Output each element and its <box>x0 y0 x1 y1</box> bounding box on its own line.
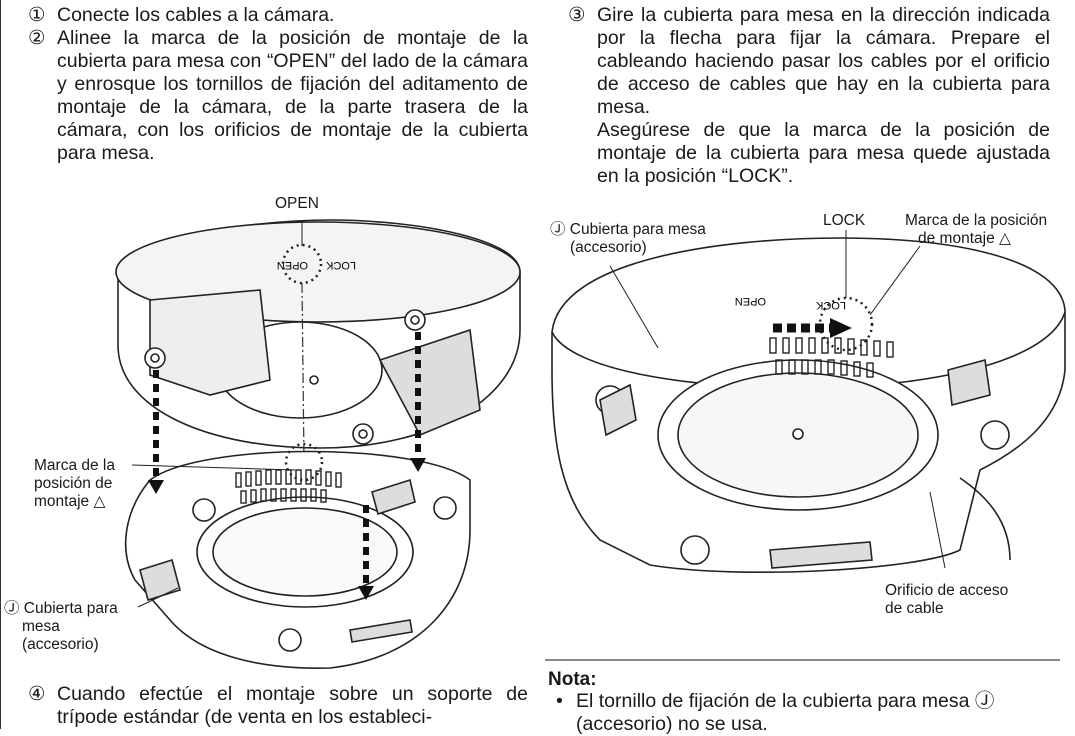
step-2-text: Alinee la marca de la posición de montaj… <box>57 27 528 164</box>
step-3: ③ Gire la cubierta para mesa en la direc… <box>568 4 1050 188</box>
hole-label-line-2: de cable <box>885 600 944 617</box>
camera-open-print: OPEN <box>277 259 308 271</box>
cover-label-line-3: (accesorio) <box>22 636 99 653</box>
step-3-number: ③ <box>568 4 586 26</box>
step-2: ② Alinee la marca de la posición de mont… <box>28 27 528 165</box>
cover-label-line-2: mesa <box>22 618 60 635</box>
open-highlight-circle <box>281 243 323 285</box>
mark-leader <box>131 464 296 471</box>
step-4: ④ Cuando efectúe el montaje sobre un sop… <box>28 683 528 729</box>
note-item: • El tornillo de fijación de la cubierta… <box>548 690 1058 736</box>
drop-arrow-heads <box>148 458 426 600</box>
step-2-number: ② <box>28 27 46 49</box>
cover-label-line-1: Ⓙ Cubierta para <box>4 600 118 617</box>
cover-leader <box>137 587 179 608</box>
table-cover <box>124 450 471 669</box>
right-camera-lock-print: LOCK <box>815 299 846 311</box>
right-camera-open-print: OPEN <box>735 295 766 307</box>
note-text: El tornillo de fijación de la cubierta p… <box>576 690 995 735</box>
step-1-text: Conecte los cables a la cámara. <box>57 4 335 26</box>
camera-lock-print: LOCK <box>325 259 356 271</box>
right-mark-label-line-2: de montaje △ <box>918 230 1011 247</box>
drop-arrows <box>153 332 421 588</box>
right-cover-label-line-1: Ⓙ Cubierta para mesa <box>550 221 706 238</box>
step-4-number: ④ <box>28 683 46 705</box>
note-divider <box>545 659 1060 661</box>
left-mounting-illustration: OPEN LOCK <box>115 219 521 669</box>
alignment-line <box>301 282 305 461</box>
hole-leader <box>929 491 946 569</box>
cable <box>959 477 1011 561</box>
step-3-text: Gire la cubierta para mesa en la direcci… <box>597 4 1050 118</box>
mark-highlight-circle <box>284 442 324 482</box>
cover-leader-right <box>609 265 659 349</box>
right-mark-label-line-1: Marca de la posición <box>905 212 1048 229</box>
mark-label-line-3: montaje △ <box>34 493 106 510</box>
step-1-number: ① <box>28 4 46 26</box>
right-cover-label-line-2: (accesorio) <box>570 239 647 256</box>
mark-label-line-2: posición de <box>34 475 113 492</box>
hole-label-line-1: Orificio de acceso <box>885 582 1009 599</box>
note-title: Nota: <box>548 669 597 690</box>
mark-label-line-1: Marca de la <box>34 457 115 474</box>
mark-leader-right <box>869 245 921 316</box>
step-1: ① Conecte los cables a la cámara. <box>28 4 528 27</box>
column-divider <box>0 0 1 729</box>
open-label: OPEN <box>275 195 319 212</box>
cover-vent-slots <box>235 469 342 504</box>
lock-label: LOCK <box>823 212 866 229</box>
right-vent-slots <box>769 337 894 378</box>
note-bullet: • <box>556 690 563 712</box>
right-locked-illustration: OPEN LOCK <box>551 230 1066 574</box>
step-3-subtext: Asegúrese de que la marca de la posición… <box>597 119 1050 187</box>
assembled-camera <box>551 237 1066 574</box>
step-4-text: Cuando efectúe el montaje sobre un sopor… <box>57 683 528 728</box>
rotate-arrow-head <box>830 318 852 338</box>
